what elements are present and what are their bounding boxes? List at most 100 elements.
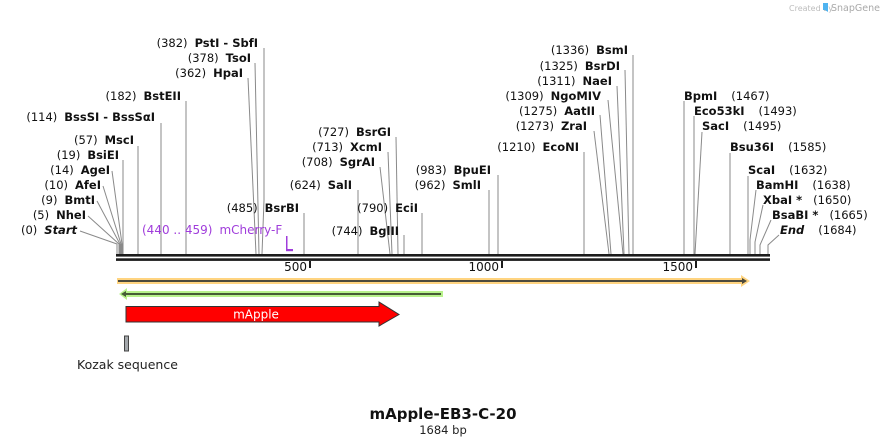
site-name: ZraI [561,119,587,133]
site-position: (1684) [818,223,856,237]
site-line [261,48,265,255]
watermark-created-by: Created by [789,4,833,13]
map-length: 1684 bp [419,423,467,437]
site-position: (19) [57,148,81,162]
site-label-bsrdi[interactable]: (1325)BsrDI [540,59,620,73]
site-label-bpuei[interactable]: (983)BpuEI [416,163,491,177]
site-label-zrai[interactable]: (1273) ZraI [516,119,587,133]
site-label-agei[interactable]: (14)AgeI [50,163,110,177]
kozak-feature[interactable]: Kozak sequence [77,335,178,372]
site-label-smli[interactable]: (962)SmlI [415,178,481,192]
site-name: Eco53kI [694,104,745,118]
site-position: (1325) [540,59,578,73]
kozak-label: Kozak sequence [77,357,178,372]
site-label-bsu36i[interactable]: Bsu36I(1585) [730,140,826,154]
site-line [254,62,260,255]
site-line [694,131,703,255]
site-line [607,99,624,255]
site-name: BsrGI [356,125,391,139]
site-line [624,69,630,255]
site-position: (624) [290,178,321,192]
orange-feature[interactable] [117,275,750,287]
primer-label[interactable]: (440 .. 459)mCherry-F [142,223,282,237]
green-feature[interactable] [119,288,443,300]
site-label-naei[interactable]: (1311)NaeI [537,74,612,88]
site-position: (10) [44,178,68,192]
site-position: (1495) [743,119,781,133]
bottom-strand-line [116,258,770,261]
site-name: XcmI [350,140,382,154]
site-name: BsaBI * [772,208,818,222]
site-line [96,200,121,254]
site-position: (1650) [813,193,851,207]
site-line [754,204,764,254]
site-label-xbai[interactable]: XbaI *(1650) [763,193,851,207]
site-label-hpai[interactable]: (362)HpaI [175,66,243,80]
site-name: EcoNI [543,140,579,154]
site-label-sgrai[interactable]: (708)SgrAI [302,155,375,169]
site-name: ScaI [748,163,775,177]
site-label-bsiei[interactable]: (19) BsiEI [57,148,119,162]
site-label-msci[interactable]: (57)MscI [74,133,134,147]
site-label-econi[interactable]: (1210)EcoNI [497,140,579,154]
site-label-tsoi[interactable]: (378)TsoI [188,51,251,65]
primer-mcherry-f[interactable]: (440 .. 459)mCherry-F [142,223,293,252]
site-name: BssSI - BssSαI [64,110,155,124]
site-lines [79,48,780,255]
mapple-label: mApple [233,308,279,322]
site-label-bsmi[interactable]: (1336)BsmI [551,43,628,57]
site-position: (1467) [731,89,769,103]
site-position: (1493) [759,104,797,118]
kozak-box[interactable] [124,335,129,352]
site-label-scai[interactable]: ScaI(1632) [748,163,827,177]
site-position: (9) [41,193,57,207]
site-label-bsteii[interactable]: (182)BstEII [106,89,181,103]
site-label-afei[interactable]: (10)AfeI [44,178,101,192]
primer-name: mCherry-F [219,223,282,237]
mapple-feature[interactable]: mApple [125,301,400,327]
site-name: NgoMIV [551,89,601,103]
site-name: AatII [564,104,595,118]
site-position: (1273) [516,119,554,133]
site-name: BpmI [684,89,717,103]
site-label-bsssi[interactable]: (114)BssSI - BssSαI [26,110,155,124]
site-name: SacI [702,119,729,133]
site-line [111,170,123,254]
site-label-start[interactable]: (0)Start [21,223,78,237]
site-label-bsabi[interactable]: BsaBI *(1665) [772,208,868,222]
site-label-bglii[interactable]: (744)BglII [332,224,399,238]
site-line [759,219,772,254]
orange-arrowhead-icon [742,278,747,284]
site-name: BsmI [596,43,628,57]
site-labels: (0)Start (5)NheI (9)BmtI (10)AfeI (14)Ag… [21,36,868,238]
site-line [379,166,391,255]
site-name: BstEII [143,89,181,103]
site-label-saci[interactable]: SacI (1495) [702,119,781,133]
site-label-sali[interactable]: (624)SalI [290,178,352,192]
tick-1000 [501,261,503,268]
mapple-arrow[interactable] [125,301,400,327]
site-label-ecii[interactable]: (790)EciI [357,201,418,215]
site-position: (485) [227,201,258,215]
site-label-bsrgi[interactable]: (727)BsrGI [318,125,391,139]
site-label-ngomiv[interactable]: (1309)NgoMIV [505,89,601,103]
site-label-nhei[interactable]: (5)NheI [33,208,86,222]
site-label-bamhi[interactable]: BamHI(1638) [756,178,851,192]
site-label-bpmi[interactable]: BpmI (1467) [684,89,770,103]
site-line [767,234,780,254]
site-name: BsiEI [87,148,119,162]
site-label-aatii[interactable]: (1275)AatII [519,104,595,118]
site-label-bsrbi[interactable]: (485) BsrBI [227,201,299,215]
site-label-xcmi[interactable]: (713)XcmI [312,140,382,154]
site-label-psti[interactable]: (382)PstI - SbfI [157,36,258,50]
site-line [247,77,257,255]
site-line [599,114,612,255]
site-name: SgrAI [340,155,375,169]
site-line [387,151,393,255]
tick-label-500: 500 [284,260,307,274]
site-label-end[interactable]: End(1684) [780,223,857,237]
site-label-eco53ki[interactable]: Eco53kI (1493) [694,104,797,118]
site-name: TsoI [226,51,251,65]
site-name: BsrBI [265,201,299,215]
site-label-bmti[interactable]: (9)BmtI [41,193,95,207]
